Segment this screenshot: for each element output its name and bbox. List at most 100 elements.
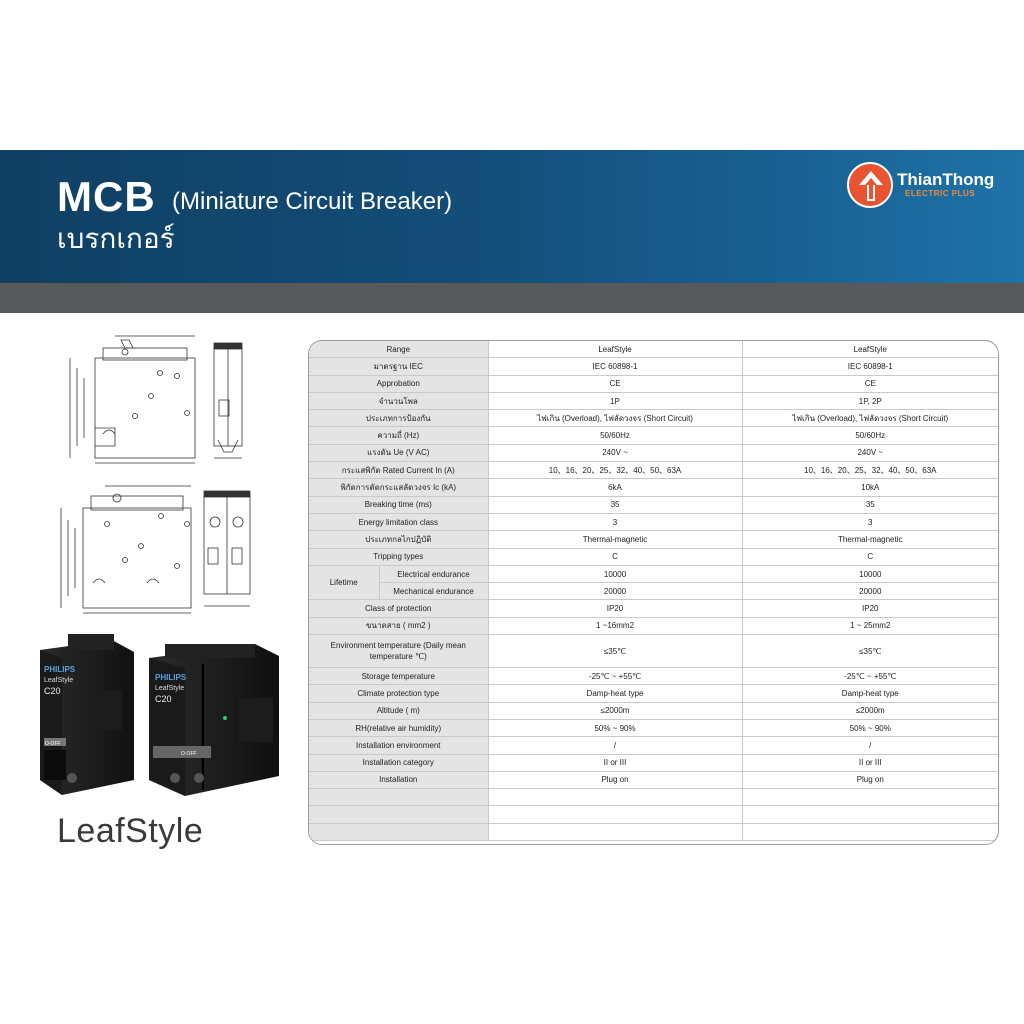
table-row: แรงดัน Ue (V AC)240V ~240V ~ (309, 444, 998, 463)
value-cell: ไฟเกิน (Overload), ไฟลัดวงจร (Short Circ… (488, 409, 743, 428)
value-cell: LeafStyle (742, 341, 998, 359)
table-row: Altitude ( m)≤2000m≤2000m (309, 702, 998, 720)
product-photo-2p: PHILIPS LeafStyle C20 O-OFF (149, 644, 279, 796)
row-label: พิกัดการตัดกระแสลัดวงจร Ic (kA) (309, 478, 489, 497)
row-label: Class of protection (309, 599, 489, 618)
table-empty-row (309, 823, 998, 842)
value-cell: 1 ~ 25mm2 (742, 617, 998, 636)
table-row: ประเภทการป้องกันไฟเกิน (Overload), ไฟลัด… (309, 409, 998, 428)
value-cell: 10000 (742, 565, 998, 584)
table-row: RH(relative air humidity)50% ~ 90%50% ~ … (309, 719, 998, 738)
row-label: Installation environment (309, 736, 489, 755)
product-photo-1p: PHILIPS LeafStyle C20 O-OFF (40, 634, 134, 795)
row-label: Climate protection type (309, 684, 489, 703)
dimension-drawing-2p-front (60, 485, 192, 614)
value-cell: ไฟเกิน (Overload), ไฟลัดวงจร (Short Circ… (742, 409, 998, 428)
value-cell: 35 (488, 496, 743, 514)
value-cell: 50/60Hz (488, 426, 743, 445)
value-cell: 3 (742, 513, 998, 532)
empty-cell (309, 805, 489, 824)
row-label: Installation category (309, 754, 489, 772)
row-label: ขนาดสาย ( mm2 ) (309, 617, 489, 636)
value-cell: Damp-heat type (742, 684, 998, 703)
value-cell: C (488, 548, 743, 566)
value-cell: ≤35℃ (742, 634, 998, 669)
value-cell: LeafStyle (488, 341, 743, 359)
brand-wordmark: LeafStyle (57, 812, 204, 850)
value-cell: Plug on (488, 771, 743, 790)
value-cell: IEC 60898-1 (488, 357, 743, 376)
row-sublabel: Electrical endurance (379, 565, 489, 584)
value-cell: 10、16、20、25、32、40、50、63A (742, 461, 998, 480)
empty-cell (488, 823, 743, 842)
page-title-thai: เบรกเกอร์ (57, 223, 175, 254)
row-label: Energy limitation class (309, 513, 489, 532)
row-label: Storage temperature (309, 667, 489, 686)
lifetime-label: Lifetime (309, 565, 380, 601)
page-title: MCB (57, 173, 156, 220)
photo-2p-series-label: LeafStyle (155, 685, 184, 692)
photo-switch-label: O-OFF (45, 741, 61, 747)
table-row: Installation environment// (309, 736, 998, 755)
value-cell: 1P (488, 392, 743, 411)
empty-cell (742, 805, 998, 824)
value-cell: 50% ~ 90% (488, 719, 743, 738)
value-cell: 50% ~ 90% (742, 719, 998, 738)
value-cell: 3 (488, 513, 743, 532)
value-cell: 240V ~ (742, 444, 998, 463)
row-label: Altitude ( m) (309, 702, 489, 720)
dimension-drawing-2p-side (203, 490, 251, 607)
value-cell: 10、16、20、25、32、40、50、63A (488, 461, 743, 480)
value-cell: / (488, 736, 743, 755)
photo-series-label: LeafStyle (44, 677, 73, 684)
value-cell: IP20 (488, 599, 743, 618)
value-cell: Thermal-magnetic (742, 530, 998, 549)
value-cell: 1 ~16mm2 (488, 617, 743, 636)
row-label: มาตรฐาน IEC (309, 357, 489, 376)
value-cell: IEC 60898-1 (742, 357, 998, 376)
dimension-drawing-1p-side (213, 342, 243, 459)
value-cell: II or III (742, 754, 998, 772)
value-cell: -25℃ ~ +55℃ (742, 667, 998, 686)
value-cell: Damp-heat type (488, 684, 743, 703)
photo-rating-label: C20 (44, 686, 61, 696)
value-cell: 1P, 2P (742, 392, 998, 411)
empty-cell (488, 805, 743, 824)
value-cell: 50/60Hz (742, 426, 998, 445)
value-cell: 10000 (488, 565, 743, 584)
row-label: จำนวนโพล (309, 392, 489, 411)
arrow-up-icon (847, 162, 893, 208)
value-cell: 20000 (488, 582, 743, 601)
empty-cell (742, 823, 998, 842)
photo-2p-rating-label: C20 (155, 694, 172, 704)
row-label: Installation (309, 771, 489, 790)
value-cell: ≤2000m (742, 702, 998, 720)
table-empty-row (309, 805, 998, 824)
value-cell: Plug on (742, 771, 998, 790)
header-grey-band (0, 283, 1024, 313)
value-cell: ≤35℃ (488, 634, 743, 669)
row-label: Range (309, 341, 489, 359)
value-cell: Thermal-magnetic (488, 530, 743, 549)
logo-name: ThianThong (897, 170, 995, 189)
logo-tagline: ELECTRIC PLUS (905, 189, 976, 198)
row-sublabel: Mechanical endurance (379, 582, 489, 601)
value-cell: C (742, 548, 998, 566)
dimension-drawing-1p-front (69, 335, 196, 464)
value-cell: CE (742, 375, 998, 393)
row-label: Approbation (309, 375, 489, 393)
